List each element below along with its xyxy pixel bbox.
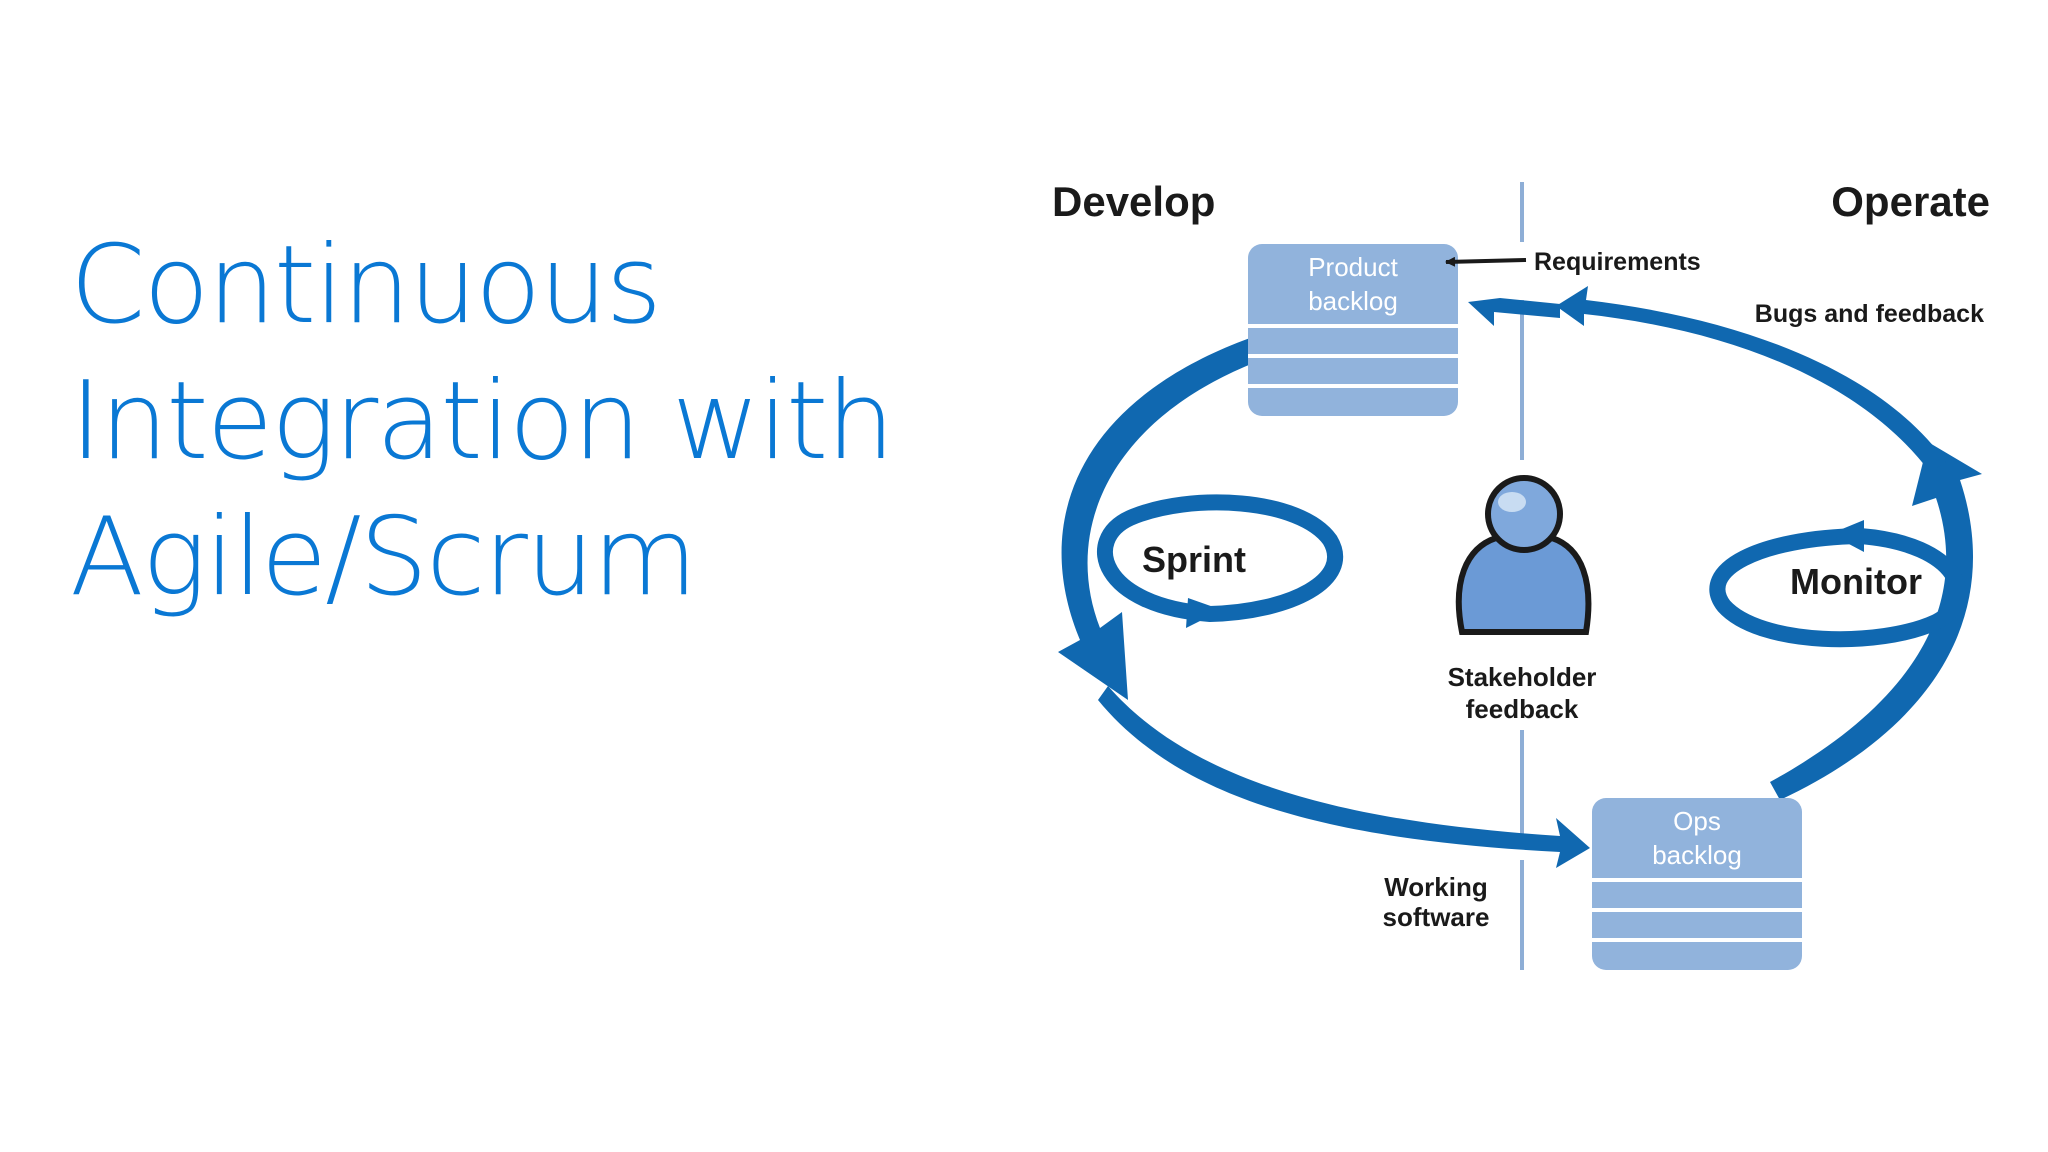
working-software-label-1: Working bbox=[1384, 872, 1488, 902]
monitor-label: Monitor bbox=[1790, 561, 1922, 602]
person-icon bbox=[1455, 475, 1592, 635]
bugs-feedback-label: Bugs and feedback bbox=[1755, 300, 1984, 328]
working-software-label-2: software bbox=[1383, 902, 1490, 932]
product-backlog-label-1: Product bbox=[1308, 252, 1398, 282]
stakeholder-label-2: feedback bbox=[1466, 694, 1579, 724]
monitor-arrow-head bbox=[1830, 520, 1864, 552]
title-line-1: Continuous bbox=[70, 223, 662, 348]
product-backlog-box: Product backlog bbox=[1248, 244, 1458, 416]
slide-title: Continuous Integration with Agile/Scrum bbox=[70, 218, 970, 626]
operate-heading: Operate bbox=[1831, 178, 1990, 225]
ops-backlog-label-2: backlog bbox=[1652, 840, 1742, 870]
ops-backlog-box: Ops backlog bbox=[1592, 798, 1802, 970]
ops-backlog-label-1: Ops bbox=[1673, 806, 1721, 836]
sprint-arrow-head bbox=[1186, 598, 1222, 628]
sprint-label: Sprint bbox=[1142, 539, 1246, 580]
title-line-2: Integration with bbox=[70, 359, 895, 484]
develop-heading: Develop bbox=[1052, 178, 1215, 225]
sprint-loop bbox=[1097, 494, 1344, 628]
stakeholder-label-1: Stakeholder bbox=[1448, 662, 1597, 692]
develop-arc bbox=[1058, 338, 1256, 700]
requirements-label: Requirements bbox=[1534, 248, 1701, 276]
title-line-3: Agile/Scrum bbox=[70, 495, 698, 620]
working-software-arrow bbox=[1098, 686, 1590, 868]
product-backlog-label-2: backlog bbox=[1308, 286, 1398, 316]
feedback-arrow-head bbox=[1468, 298, 1560, 326]
monitor-loop bbox=[1709, 520, 1967, 648]
requirements-arrow bbox=[1445, 256, 1527, 267]
bugs-feedback-arrow bbox=[1556, 286, 1946, 472]
